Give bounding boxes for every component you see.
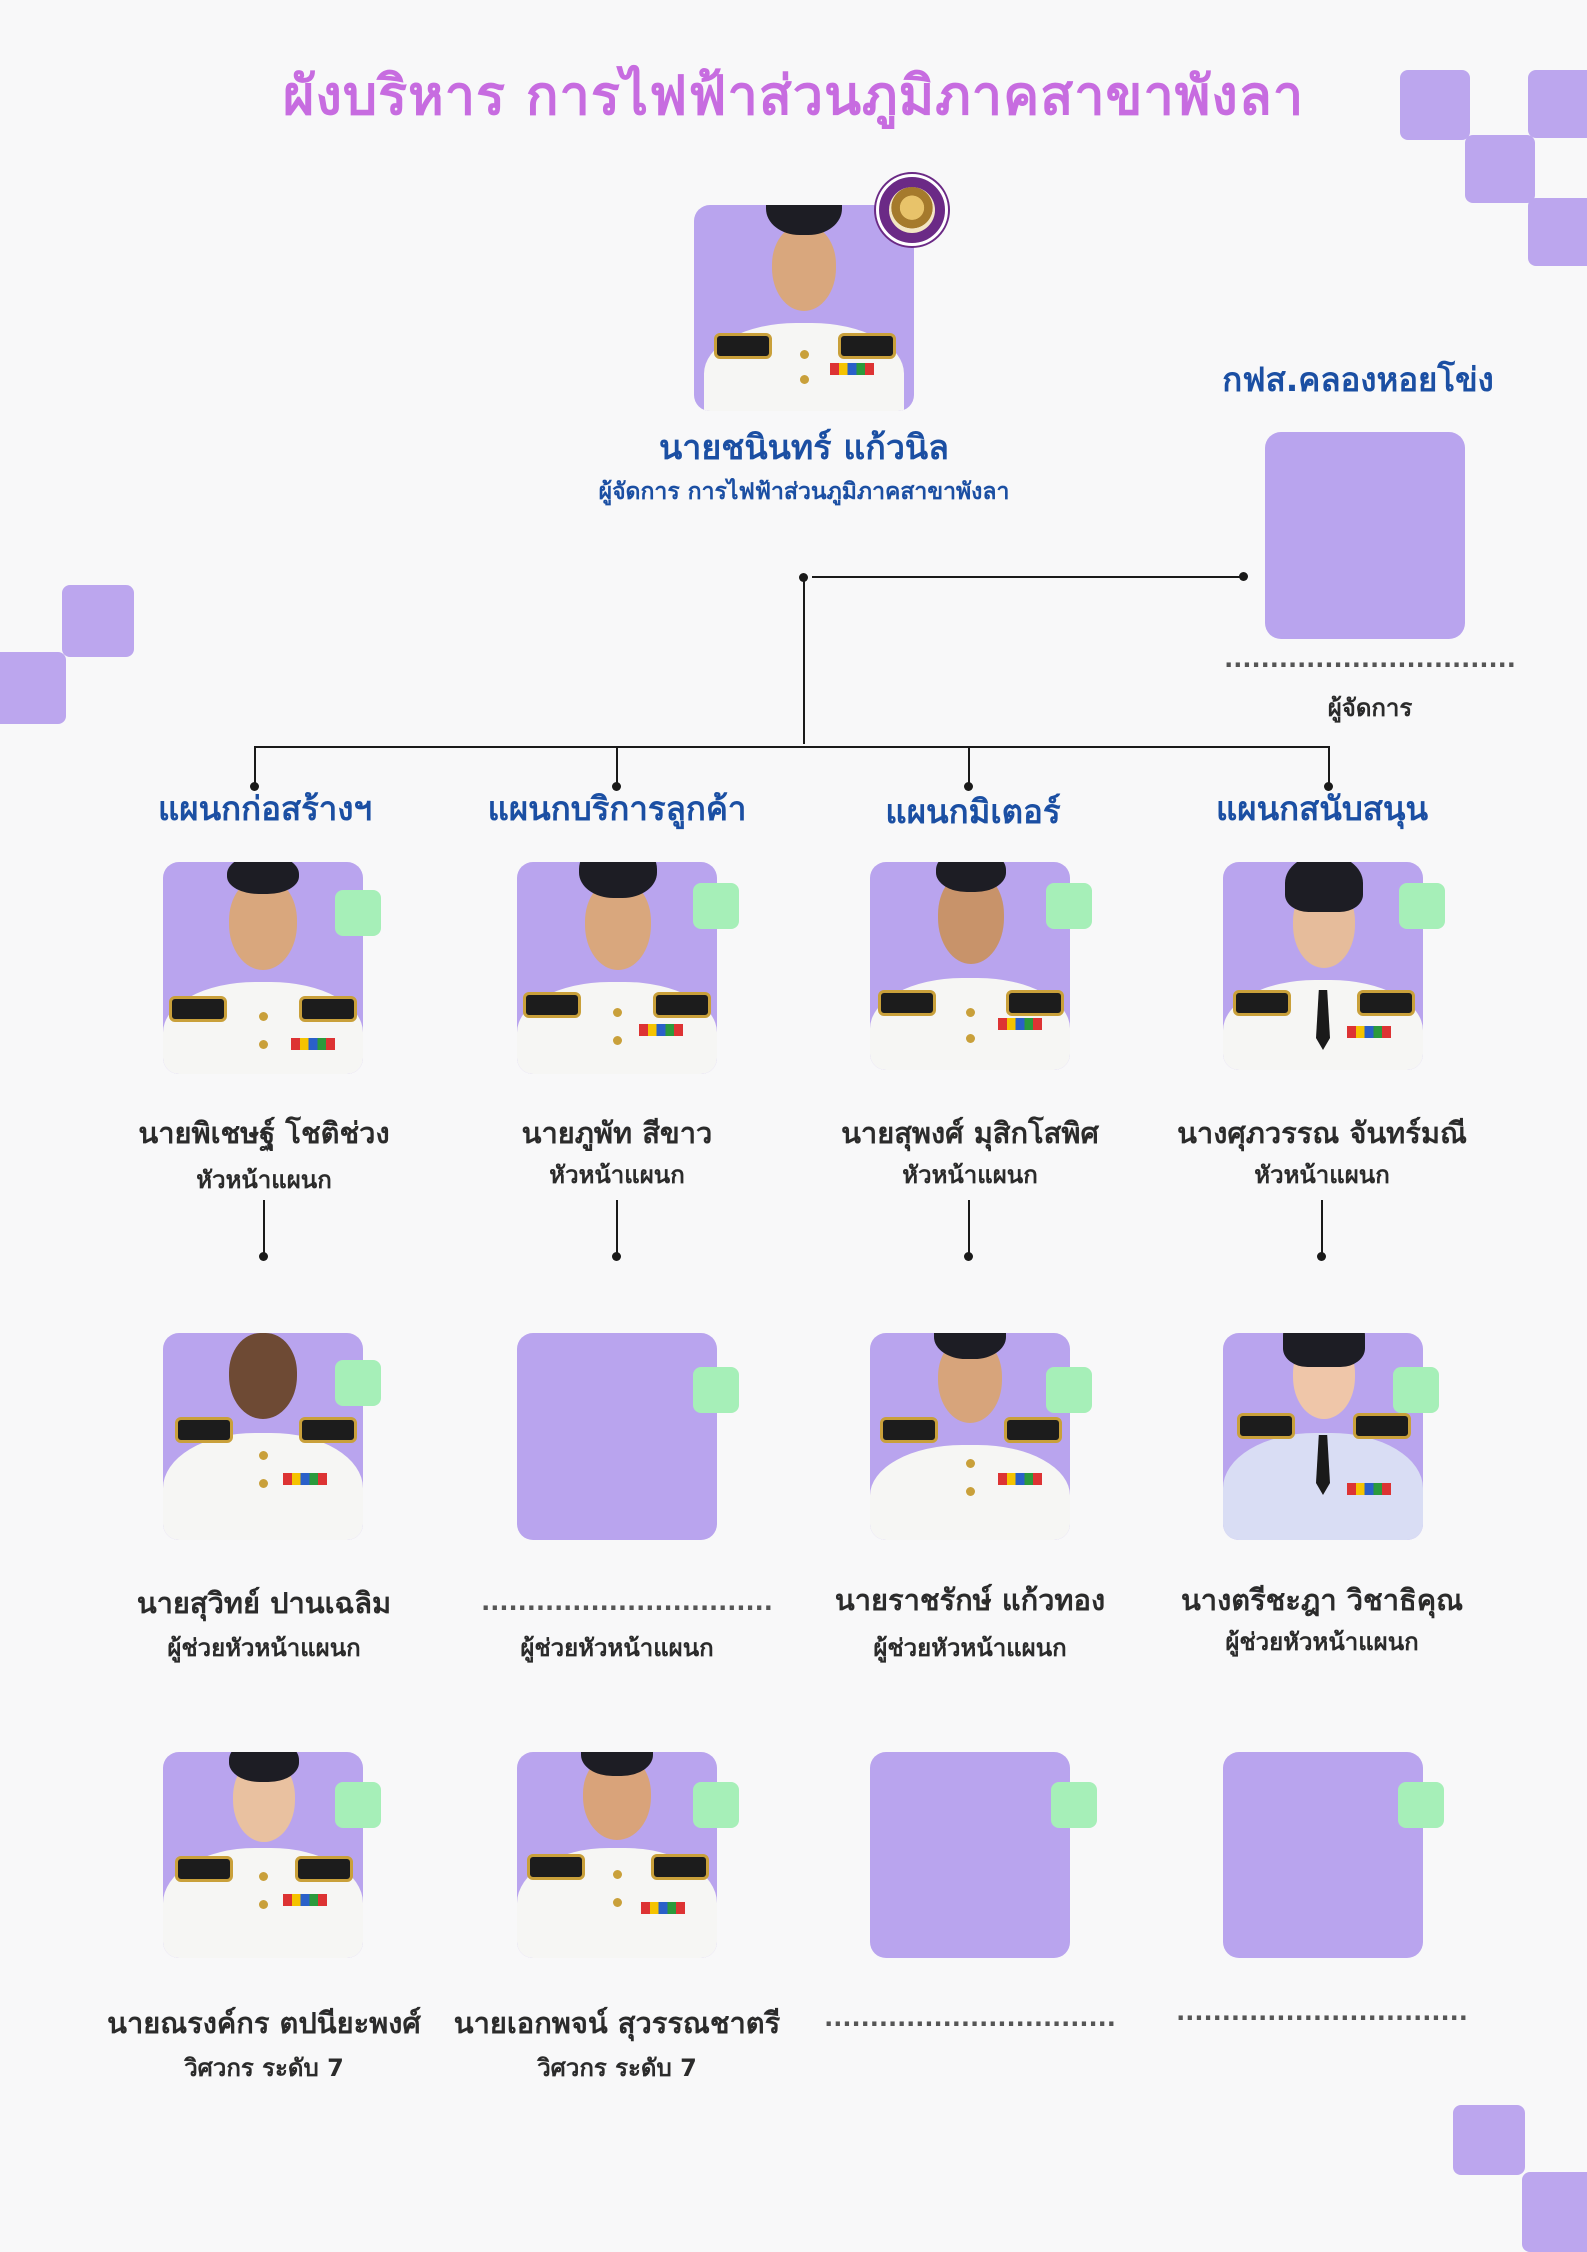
head-role: หัวหน้าแผนก xyxy=(1254,1161,1390,1189)
head-name: นายสุพงศ์ มุสิกโสพิศ xyxy=(841,1116,1099,1150)
engineer-role: วิศวกร ระดับ 7 xyxy=(184,2054,344,2082)
decor-square xyxy=(1465,135,1535,203)
connector-dot xyxy=(612,1252,621,1261)
connector-line xyxy=(616,1200,618,1256)
green-accent xyxy=(335,890,381,936)
assistant-name: นางตรีชะฎา วิชาธิคุณ xyxy=(1180,1583,1464,1617)
assistant-photo xyxy=(870,1333,1070,1540)
branch-title: กฟส.คลองหอยโข่ง xyxy=(1222,360,1494,399)
engineer-photo xyxy=(163,1752,363,1958)
head-name: นางศุภวรรณ จันทร์มณี xyxy=(1177,1116,1467,1150)
engineer-photo-placeholder xyxy=(1223,1752,1423,1958)
manager-name: นายชนินทร์ แก้วนิล xyxy=(659,428,949,468)
green-accent xyxy=(1399,883,1445,929)
dept-label-customer-service: แผนกบริการลูกค้า xyxy=(487,789,747,828)
person-figure xyxy=(694,205,914,411)
decor-square xyxy=(1528,70,1587,138)
head-role: หัวหน้าแผนก xyxy=(196,1166,332,1194)
connector-line xyxy=(803,578,805,744)
connector-dot xyxy=(799,573,808,582)
dept-label-support: แผนกสนับสนุน xyxy=(1215,789,1429,828)
assistant-role: ผู้ช่วยหัวหน้าแผนก xyxy=(873,1634,1067,1662)
head-photo xyxy=(517,862,717,1074)
connector-dot xyxy=(250,782,259,791)
branch-role: ผู้จัดการ xyxy=(1327,694,1413,722)
connector-line xyxy=(812,576,1244,578)
head-photo xyxy=(870,862,1070,1070)
head-name: นายพิเชษฐ์ โชติช่วง xyxy=(138,1116,390,1150)
assistant-photo xyxy=(163,1333,363,1540)
engineer-name: ................................ xyxy=(824,2004,1116,2032)
green-accent xyxy=(335,1782,381,1828)
green-accent xyxy=(693,1782,739,1828)
branch-name: ................................ xyxy=(1224,645,1516,673)
green-accent xyxy=(1046,1367,1092,1413)
engineer-name: ................................ xyxy=(1176,1998,1468,2026)
decor-square xyxy=(1453,2105,1525,2175)
engineer-photo-placeholder xyxy=(870,1752,1070,1958)
green-accent xyxy=(1398,1782,1444,1828)
green-accent xyxy=(1393,1367,1439,1413)
assistant-role: ผู้ช่วยหัวหน้าแผนก xyxy=(167,1634,361,1662)
manager-role: ผู้จัดการ การไฟฟ้าส่วนภูมิภาคสาขาพังลา xyxy=(598,479,1010,505)
assistant-photo-placeholder xyxy=(517,1333,717,1540)
manager-photo xyxy=(694,205,914,411)
decor-square xyxy=(1522,2172,1587,2252)
engineer-name: นายเอกพจน์ สุวรรณชาตรี xyxy=(453,2006,781,2040)
connector-line xyxy=(616,746,618,786)
branch-photo-placeholder xyxy=(1265,432,1465,639)
head-role: หัวหน้าแผนก xyxy=(549,1161,685,1189)
connector-line xyxy=(1321,1200,1323,1256)
green-accent xyxy=(335,1360,381,1406)
connector-line xyxy=(1328,746,1330,786)
decor-square xyxy=(1400,70,1470,140)
page-title: ผังบริหาร การไฟฟ้าส่วนภูมิภาคสาขาพังลา xyxy=(282,64,1305,127)
connector-line xyxy=(968,746,970,786)
green-accent xyxy=(693,1367,739,1413)
connector-dot xyxy=(964,1252,973,1261)
connector-line xyxy=(254,746,256,786)
assistant-role: ผู้ช่วยหัวหน้าแผนก xyxy=(1225,1628,1419,1656)
pea-seal-icon xyxy=(876,174,948,246)
connector-dot xyxy=(964,782,973,791)
engineer-name: นายณรงค์กร ตปนียะพงศ์ xyxy=(107,2006,421,2040)
engineer-photo xyxy=(517,1752,717,1958)
assistant-role: ผู้ช่วยหัวหน้าแผนก xyxy=(520,1634,714,1662)
decor-square xyxy=(62,585,134,657)
connector-dot xyxy=(259,1252,268,1261)
green-accent xyxy=(1051,1782,1097,1828)
green-accent xyxy=(1046,883,1092,929)
head-photo xyxy=(163,862,363,1074)
connector-line xyxy=(968,1200,970,1256)
decor-square xyxy=(0,652,66,724)
assistant-name: นายสุวิทย์ ปานเฉลิม xyxy=(136,1586,392,1620)
connector-dot xyxy=(1317,1252,1326,1261)
head-photo xyxy=(1223,862,1423,1070)
connector-dot xyxy=(1239,572,1248,581)
connector-line xyxy=(254,746,1330,748)
dept-label-meter: แผนกมิเตอร์ xyxy=(885,792,1061,831)
decor-square xyxy=(1528,198,1587,266)
head-name: นายภูพัท สีขาว xyxy=(521,1116,713,1150)
assistant-name: ................................ xyxy=(481,1588,773,1616)
connector-dot xyxy=(612,782,621,791)
assistant-photo xyxy=(1223,1333,1423,1540)
connector-dot xyxy=(1324,782,1333,791)
engineer-role: วิศวกร ระดับ 7 xyxy=(537,2054,697,2082)
dept-label-construction: แผนกก่อสร้างฯ xyxy=(158,789,372,828)
assistant-name: นายราชรักษ์ แก้วทอง xyxy=(834,1583,1106,1617)
green-accent xyxy=(693,883,739,929)
head-role: หัวหน้าแผนก xyxy=(902,1161,1038,1189)
connector-line xyxy=(263,1200,265,1256)
